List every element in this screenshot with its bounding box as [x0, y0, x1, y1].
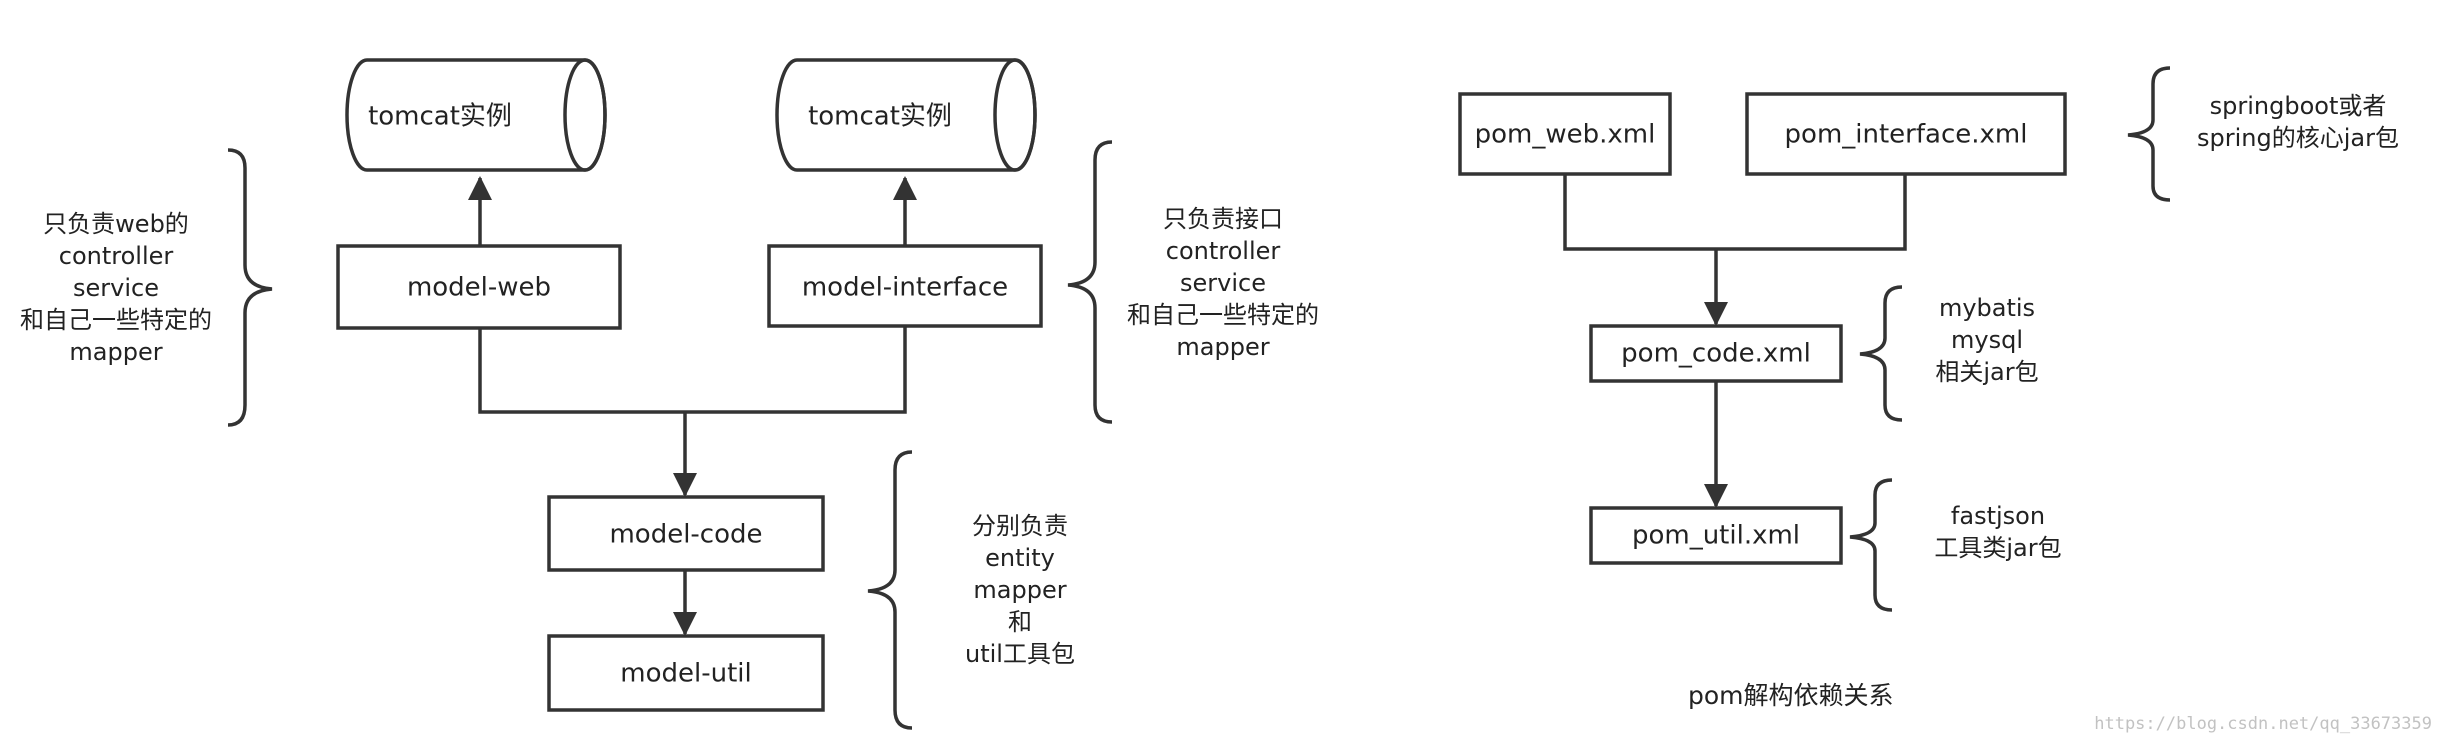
- model-web-label: model-web: [407, 273, 551, 303]
- note-mybatis-line: mysql: [1951, 326, 2023, 354]
- brace-mybatis-note: [1859, 285, 1903, 422]
- note-interface-line: 和自己一些特定的: [1127, 301, 1319, 329]
- note-code-line: util工具包: [965, 640, 1075, 668]
- note-code: 分别负责 entity mapper 和 util工具包: [925, 510, 1115, 670]
- note-interface-line: mapper: [1176, 333, 1270, 361]
- watermark-url: https://blog.csdn.net/qq_33673359: [2094, 714, 2432, 734]
- brace-springboot-note: [2127, 66, 2171, 202]
- note-mybatis: mybatis mysql 相关jar包: [1912, 292, 2062, 388]
- brace-web-note: [227, 148, 273, 427]
- tomcat-web-label: tomcat实例: [368, 102, 512, 132]
- note-fastjson-line: fastjson: [1950, 502, 2046, 530]
- brace-fastjson-note: [1849, 478, 1893, 612]
- connector-web-interface: [478, 326, 907, 414]
- pom-web-label: pom_web.xml: [1475, 120, 1656, 150]
- tomcat-cylinder-web: [345, 58, 607, 172]
- model-util-label: model-util: [620, 659, 751, 689]
- pom-util-box: [1589, 506, 1843, 565]
- note-web-line: service: [73, 274, 159, 302]
- tomcat-cylinder-interface: [775, 58, 1037, 172]
- pom-interface-label: pom_interface.xml: [1785, 120, 2028, 150]
- note-code-line: mapper: [973, 576, 1067, 604]
- connector-pom-web-interface: [1563, 174, 1907, 251]
- note-web-line: 和自己一些特定的: [20, 306, 212, 334]
- note-mybatis-line: mybatis: [1938, 294, 2036, 322]
- note-web-line: controller: [58, 242, 174, 270]
- note-interface-line: service: [1180, 269, 1266, 297]
- pom-code-label: pom_code.xml: [1621, 339, 1811, 369]
- note-springboot: springboot或者 spring的核心jar包: [2178, 90, 2418, 154]
- note-springboot-line: spring的核心jar包: [2197, 124, 2399, 152]
- model-util-box: [547, 634, 825, 712]
- note-fastjson: fastjson 工具类jar包: [1908, 500, 2088, 564]
- note-web-line: mapper: [69, 338, 163, 366]
- note-interface-line: 只负责接口: [1163, 205, 1283, 233]
- note-mybatis-line: 相关jar包: [1935, 358, 2039, 386]
- note-fastjson-line: 工具类jar包: [1934, 534, 2062, 562]
- note-code-line: entity: [985, 544, 1055, 572]
- note-code-line: 分别负责: [972, 512, 1068, 540]
- note-springboot-line: springboot或者: [2209, 92, 2387, 120]
- model-code-label: model-code: [609, 520, 762, 550]
- brace-code-note: [867, 450, 913, 730]
- note-web-line: 只负责web的: [43, 210, 189, 238]
- model-interface-label: model-interface: [802, 273, 1008, 303]
- note-interface: 只负责接口 controller service 和自己一些特定的 mapper: [1113, 203, 1333, 363]
- diagram-caption: pom解构依赖关系: [1688, 681, 1894, 710]
- note-interface-line: controller: [1165, 237, 1281, 265]
- tomcat-interface-label: tomcat实例: [808, 102, 952, 132]
- note-code-line: 和: [1008, 608, 1032, 636]
- pom-util-label: pom_util.xml: [1632, 521, 1800, 551]
- note-web: 只负责web的 controller service 和自己一些特定的 mapp…: [0, 208, 232, 368]
- brace-interface-note: [1067, 140, 1113, 424]
